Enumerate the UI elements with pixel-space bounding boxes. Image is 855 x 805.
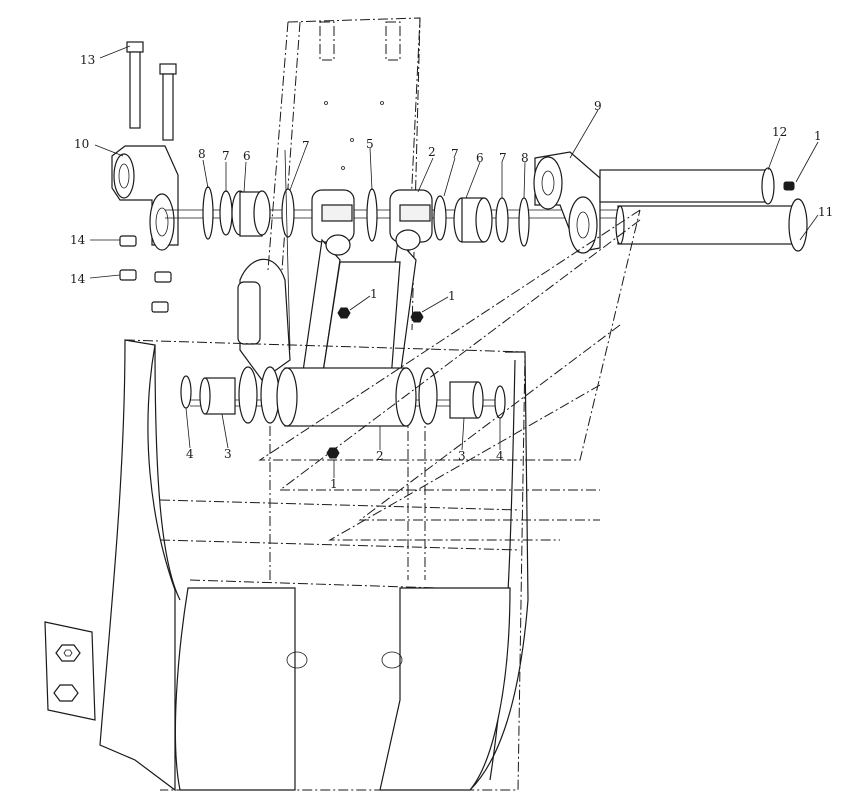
callout-2-upper: 2: [428, 145, 436, 159]
callout-5: 5: [366, 137, 374, 151]
bucket-body: [99, 339, 529, 792]
callout-4-left: 4: [186, 447, 194, 461]
callout-12: 12: [772, 125, 787, 139]
side-plate-left: [237, 149, 291, 381]
callout-2-lower: 2: [376, 449, 384, 463]
callout-7-left: 7: [222, 149, 230, 163]
callout-1-lower: 1: [330, 477, 338, 491]
callout-6-left: 6: [243, 149, 251, 163]
callout-1-pin: 1: [814, 129, 822, 143]
nuts-14: [119, 235, 172, 313]
lower-pivot: [180, 366, 506, 459]
callout-1-link-left: 1: [370, 287, 378, 301]
callout-14-lower: 14: [70, 272, 86, 286]
callout-8-left: 8: [198, 147, 206, 161]
callout-6-right: 6: [476, 151, 484, 165]
pin-11: [615, 198, 808, 252]
callout-7-right: 7: [451, 147, 459, 161]
lever-9: [533, 151, 601, 254]
callout-11: 11: [818, 205, 833, 219]
callout-7-far-right: 7: [499, 151, 507, 165]
callout-8-right: 8: [521, 151, 529, 165]
callout-3-left: 3: [224, 447, 232, 461]
link-frame: [299, 229, 424, 393]
callout-1-link-right: 1: [448, 289, 456, 303]
end-plate: [44, 621, 96, 721]
callout-4-right: 4: [496, 449, 504, 463]
callout-13: 13: [80, 53, 95, 67]
callout-10: 10: [74, 137, 89, 151]
guide-channel: [258, 209, 641, 541]
callout-7-center: 7: [302, 139, 310, 153]
callout-9: 9: [594, 99, 602, 113]
leader-lines: [89, 45, 819, 478]
pin-12: [599, 167, 795, 205]
upper-seals-right: [433, 195, 530, 247]
upper-seals-left: [202, 186, 295, 240]
callout-3-right: 3: [458, 449, 466, 463]
bracket-10: [111, 145, 179, 251]
callout-labels: 13 10 14 14 8 7 6 7 5 2 7 6 7 8 9 12 1 1…: [70, 53, 833, 491]
callout-14-upper: 14: [70, 233, 86, 247]
bolt-13: [126, 41, 177, 141]
